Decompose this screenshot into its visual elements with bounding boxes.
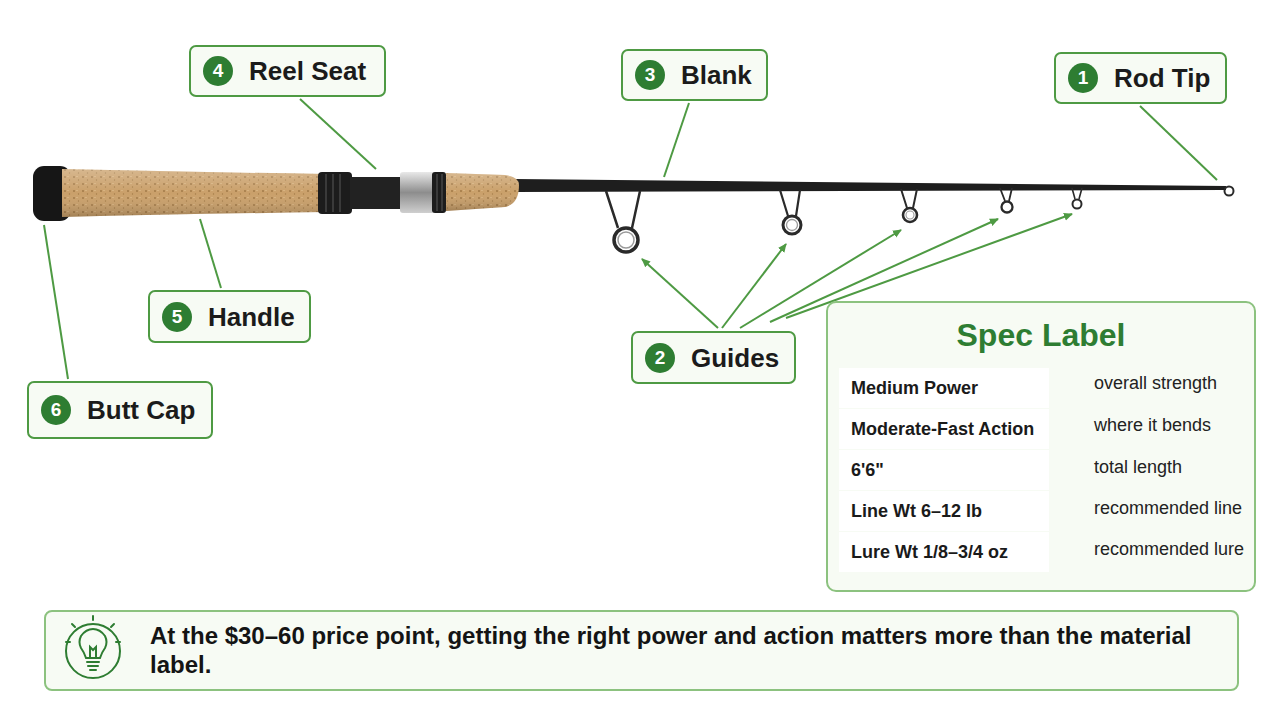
part-label: Blank	[681, 60, 752, 91]
callout-digit: 5	[162, 302, 192, 332]
fore-grip	[446, 173, 519, 211]
spec-value: Moderate-Fast Action	[851, 419, 1034, 440]
part-label: Handle	[208, 301, 295, 332]
spec-heading: Spec Label	[828, 317, 1254, 354]
reel-seat	[318, 172, 446, 214]
spec-annotation: overall strength	[1094, 372, 1217, 394]
spec-annotation: where it bends	[1094, 414, 1211, 436]
spec-value: Line Wt 6–12 lb	[851, 501, 982, 522]
cork-handle	[62, 169, 325, 217]
spec-table	[836, 365, 1048, 572]
part-label: Reel Seat	[249, 56, 366, 87]
callout-box: Handle 5	[148, 290, 311, 343]
callout-digit: 2	[645, 343, 675, 373]
rod-blank	[515, 179, 1226, 192]
part-label: Butt Cap	[87, 395, 195, 426]
callout-number: 4	[203, 56, 233, 86]
spec-value: Lure Wt 1/8–3/4 oz	[851, 542, 1008, 563]
callout-box: Guides 2	[631, 331, 796, 384]
spec-annotation: recommended lure	[1094, 538, 1244, 560]
callout-digit: 6	[41, 395, 71, 425]
callout-box: Blank 3	[621, 49, 768, 101]
callout-digit: 3	[635, 60, 665, 90]
spec-value: 6'6"	[851, 460, 884, 481]
spec-cell: Lure Wt 1/8–3/4 oz	[839, 532, 1049, 572]
callout-box: Butt Cap 6	[27, 381, 213, 439]
callout-number: 5	[162, 302, 192, 332]
part-label: Rod Tip	[1114, 63, 1210, 94]
spec-value: Medium Power	[851, 378, 978, 399]
spec-cell: 6'6"	[839, 450, 1049, 490]
callout-digit: 1	[1068, 63, 1098, 93]
line-guides	[606, 187, 1234, 253]
callout-number: 2	[645, 343, 675, 373]
callout-number: 6	[41, 395, 71, 425]
spec-annotation: total length	[1094, 456, 1182, 478]
tip-text: At the $30–60 price point, getting the r…	[150, 622, 1217, 680]
callout-number: 1	[1068, 63, 1098, 93]
spec-cell: Moderate-Fast Action	[839, 409, 1049, 449]
spec-cell: Medium Power	[839, 368, 1049, 408]
callout-box: Reel Seat 4	[189, 45, 386, 97]
tip-box: At the $30–60 price point, getting the r…	[44, 610, 1239, 691]
part-label: Guides	[691, 342, 779, 373]
spec-cell: Line Wt 6–12 lb	[839, 491, 1049, 531]
callout-number: 3	[635, 60, 665, 90]
spec-annotation: recommended line	[1094, 497, 1242, 519]
callout-box: Rod Tip 1	[1054, 52, 1227, 104]
callout-digit: 4	[203, 56, 233, 86]
